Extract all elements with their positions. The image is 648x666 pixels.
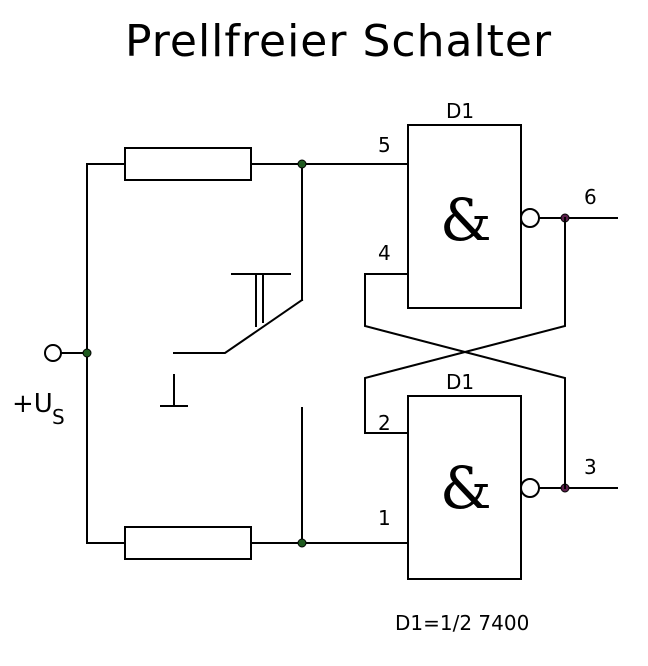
pullup-resistor-bottom [124, 526, 252, 560]
pin-4-label: 4 [378, 241, 391, 265]
supply-terminal [44, 344, 62, 362]
switch-lever [173, 298, 304, 354]
gate-top-symbol: & [440, 186, 492, 254]
feedback-out-bottom-to-pin4 [364, 273, 566, 489]
junction-supply [82, 348, 92, 358]
gate-bottom-name: D1 [446, 370, 474, 394]
pin-1-label: 1 [378, 506, 391, 530]
gate-bottom-inverter-bubble [520, 478, 540, 498]
pin-6-label: 6 [584, 185, 597, 209]
feedback-out-top-to-pin2 [364, 217, 566, 434]
gate-top-inverter-bubble [520, 208, 540, 228]
pullup-resistor-top [124, 147, 252, 181]
gate-top-name: D1 [446, 99, 474, 123]
pin-3-label: 3 [584, 455, 597, 479]
pin-2-label: 2 [378, 411, 391, 435]
pin-5-label: 5 [378, 133, 391, 157]
supply-label: +U [12, 389, 53, 419]
diagram-title: Prellfreier Schalter [125, 16, 552, 67]
junction-top [297, 159, 307, 169]
supply-subscript: S [52, 405, 65, 429]
gate-bottom-symbol: & [440, 454, 492, 522]
footnote: D1=1/2 7400 [395, 611, 529, 635]
left-rail-wire [86, 163, 126, 544]
junction-bottom [297, 538, 307, 548]
